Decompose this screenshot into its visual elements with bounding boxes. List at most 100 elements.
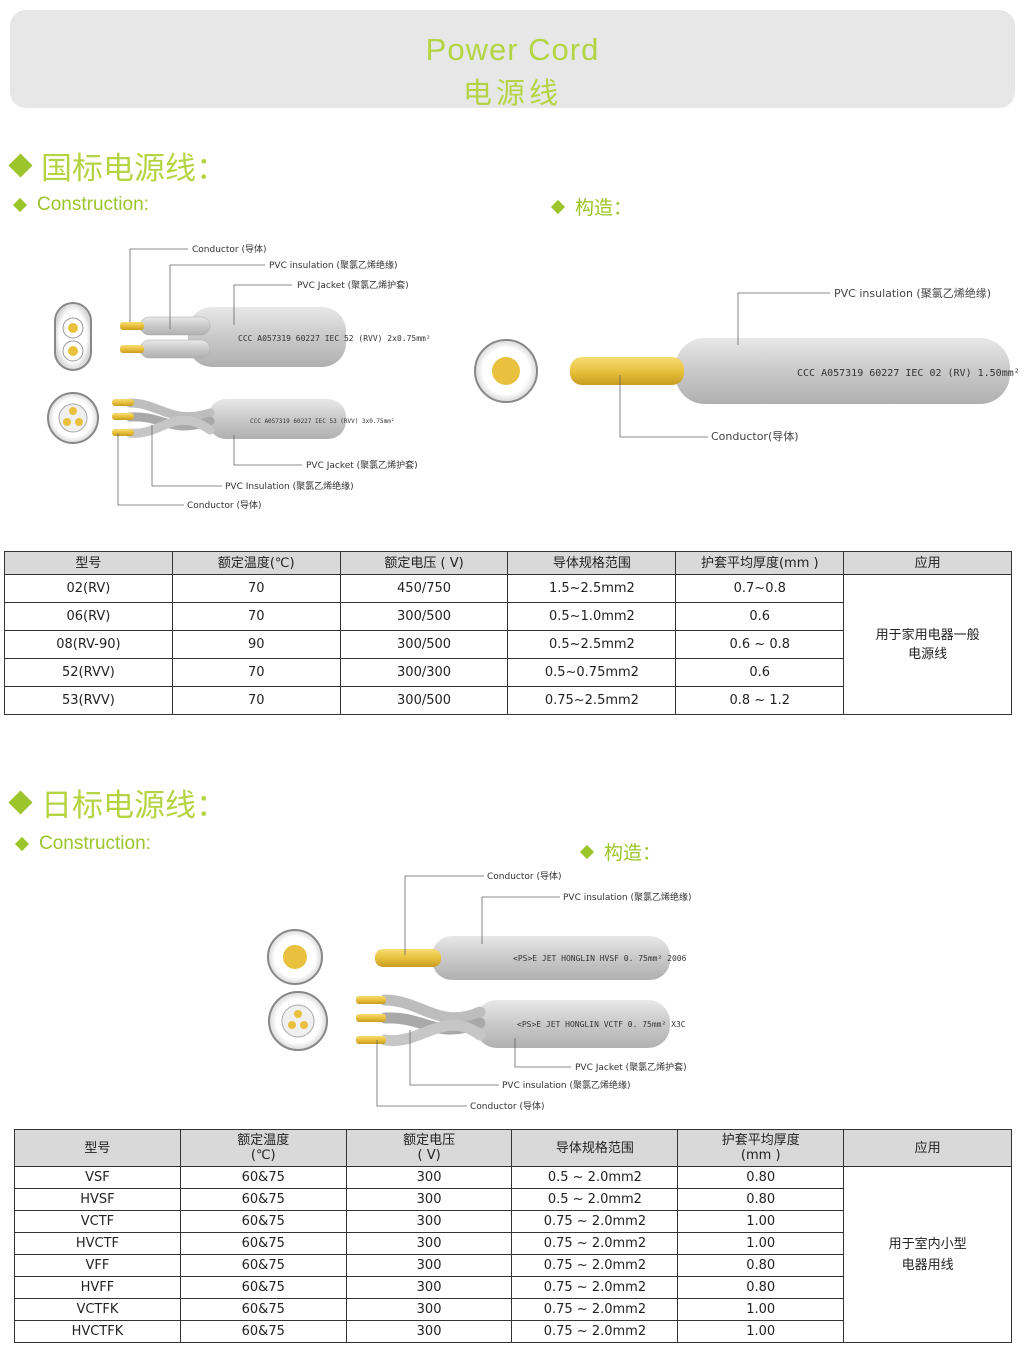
construction-cn-label: 构造： bbox=[550, 193, 633, 220]
single-core-side-view: CCC A057319 60227 IEC 02 (RV) 1.50mm² PV… bbox=[570, 286, 1020, 443]
voltage-cell: 450/750 bbox=[339, 574, 509, 603]
table-row: VSF 60&75 300 0.5 ~ 2.0mm2 0.80 用于室内小型 电… bbox=[14, 1166, 1012, 1343]
jis-single-cross-section bbox=[267, 929, 323, 985]
header-cell: 型号 bbox=[4, 551, 173, 575]
application-line: 电源线 bbox=[908, 646, 948, 662]
model-cell: 06(RV) bbox=[4, 602, 173, 631]
table-row: HVSF 60&75 300 0.5 ~ 2.0mm2 0.80 bbox=[14, 1188, 1012, 1211]
conductor-range-cell: 0.75 ~ 2.0mm2 bbox=[511, 1276, 679, 1299]
conductor-range-cell: 0.75 ~ 2.0mm2 bbox=[511, 1232, 679, 1255]
model-cell: HVCTF bbox=[14, 1232, 181, 1255]
gb-spec-table: 型号 额定温度(℃) 额定电压 ( V) 导体规格范围 护套平均厚度(mm ) … bbox=[4, 551, 1012, 715]
table-header-row: 型号 额定温度(℃) 额定电压( V) 导体规格范围 护套平均厚度(mm ) 应… bbox=[14, 1129, 1012, 1167]
temp-cell: 90 bbox=[171, 630, 341, 659]
jis-twisted-insulation-label: PVC insulation (聚氯乙烯绝缘) bbox=[502, 1079, 630, 1091]
table-row: 08(RV-90) 90 300/500 0.5~2.5mm2 0.6 ~ 0.… bbox=[4, 630, 1012, 659]
model-cell: VCTFK bbox=[14, 1298, 181, 1321]
jis-single-marking: <PS>E JET HONGLIN HVSF 0. 75mm² 2006 bbox=[513, 954, 687, 963]
thickness-cell: 0.6 ~ 0.8 bbox=[675, 630, 845, 659]
voltage-cell: 300/500 bbox=[339, 602, 509, 631]
diamond-bullet-icon bbox=[8, 153, 33, 178]
temp-cell: 60&75 bbox=[179, 1210, 347, 1233]
header-cell: 护套平均厚度(mm ) bbox=[675, 551, 845, 575]
table-row: HVCTFK 60&75 300 0.75 ~ 2.0mm2 1.00 bbox=[14, 1320, 1012, 1343]
application-line: 用于家用电器一般 bbox=[875, 627, 980, 643]
model-cell: VSF bbox=[14, 1166, 181, 1189]
diamond-bullet-icon bbox=[579, 844, 595, 859]
single-core-cross-section bbox=[474, 339, 538, 403]
construction-en-text: Construction: bbox=[39, 833, 151, 854]
model-cell: VFF bbox=[14, 1254, 181, 1277]
header-cell: 导体规格范围 bbox=[507, 551, 677, 575]
thickness-cell: 0.6 bbox=[675, 658, 845, 687]
jis-three-core-cross-section bbox=[268, 991, 328, 1051]
temp-cell: 60&75 bbox=[179, 1188, 347, 1211]
diamond-bullet-icon bbox=[14, 836, 30, 852]
temp-cell: 60&75 bbox=[179, 1276, 347, 1299]
conductor-range-cell: 0.75 ~ 2.0mm2 bbox=[511, 1320, 679, 1343]
header-cell: 应用 bbox=[843, 1129, 1012, 1167]
voltage-cell: 300/500 bbox=[339, 686, 509, 715]
application-cell: 用于家用电器一般 电源线 bbox=[843, 574, 1012, 715]
voltage-cell: 300/300 bbox=[339, 658, 509, 687]
voltage-cell: 300 bbox=[345, 1320, 513, 1343]
flat-insulation-label: PVC insulation (聚氯乙烯绝缘) bbox=[269, 259, 397, 271]
construction-cn-text: 构造： bbox=[575, 198, 633, 219]
twisted-jacket-label: PVC Jacket (聚氯乙烯护套) bbox=[306, 459, 418, 471]
conductor-range-cell: 1.5~2.5mm2 bbox=[507, 574, 677, 603]
temp-cell: 60&75 bbox=[179, 1166, 347, 1189]
twisted-cable-cross-section bbox=[47, 392, 99, 444]
thickness-cell: 0.6 bbox=[675, 602, 845, 631]
temp-cell: 60&75 bbox=[179, 1254, 347, 1277]
construction-en-label: Construction: bbox=[12, 194, 149, 216]
thickness-cell: 0.80 bbox=[677, 1276, 845, 1299]
conductor-range-cell: 0.75 ~ 2.0mm2 bbox=[511, 1210, 679, 1233]
voltage-cell: 300 bbox=[345, 1210, 513, 1233]
conductor-range-cell: 0.75 ~ 2.0mm2 bbox=[511, 1298, 679, 1321]
thickness-cell: 1.00 bbox=[677, 1232, 845, 1255]
header-cell: 应用 bbox=[843, 551, 1012, 575]
construction-cn-label-2: 构造： bbox=[579, 838, 661, 865]
single-core-marking: CCC A057319 60227 IEC 02 (RV) 1.50mm² bbox=[797, 368, 1020, 379]
model-cell: HVCTFK bbox=[14, 1320, 181, 1343]
model-cell: 52(RVV) bbox=[4, 658, 173, 687]
conductor-range-cell: 0.5~2.5mm2 bbox=[507, 630, 677, 659]
section-jis-title: 日标电源线： bbox=[8, 780, 227, 825]
jis-spec-table: 型号 额定温度(℃) 额定电压( V) 导体规格范围 护套平均厚度(mm ) 应… bbox=[14, 1129, 1012, 1343]
temp-cell: 70 bbox=[171, 686, 341, 715]
table-row: 52(RVV) 70 300/300 0.5~0.75mm2 0.6 bbox=[4, 658, 1012, 687]
conductor-range-cell: 0.75~2.5mm2 bbox=[507, 686, 677, 715]
header-cell: 型号 bbox=[14, 1129, 181, 1167]
voltage-cell: 300/500 bbox=[339, 630, 509, 659]
application-cell: 用于室内小型 电器用线 bbox=[843, 1166, 1012, 1343]
temp-cell: 60&75 bbox=[179, 1320, 347, 1343]
jis-single-insulation-label: PVC insulation (聚氯乙烯绝缘) bbox=[563, 891, 691, 903]
section-gb-title-text: 国标电源线： bbox=[41, 151, 227, 187]
header-cell: 护套平均厚度(mm ) bbox=[677, 1129, 845, 1167]
diamond-bullet-icon bbox=[12, 197, 28, 213]
temp-cell: 70 bbox=[171, 574, 341, 603]
header-cell: 额定温度(℃) bbox=[179, 1129, 347, 1167]
construction-en-text: Construction: bbox=[37, 194, 149, 215]
twisted-cable-marking: CCC A057319 60227 IEC 53 (RVV) 3x0.75mm² bbox=[250, 418, 395, 425]
thickness-cell: 1.00 bbox=[677, 1210, 845, 1233]
section-gb-title: 国标电源线： bbox=[8, 143, 227, 188]
table-header-row: 型号 额定温度(℃) 额定电压 ( V) 导体规格范围 护套平均厚度(mm ) … bbox=[4, 551, 1012, 575]
header-cell: 额定电压 ( V) bbox=[339, 551, 509, 575]
diamond-bullet-icon bbox=[550, 199, 566, 214]
header-cell: 额定温度(℃) bbox=[171, 551, 341, 575]
thickness-cell: 0.80 bbox=[677, 1254, 845, 1277]
voltage-cell: 300 bbox=[345, 1298, 513, 1321]
thickness-cell: 1.00 bbox=[677, 1298, 845, 1321]
model-cell: 08(RV-90) bbox=[4, 630, 173, 659]
conductor-range-cell: 0.5~0.75mm2 bbox=[507, 658, 677, 687]
jis-construction-diagrams: <PS>E JET HONGLIN HVSF 0. 75mm² 2006 Con… bbox=[267, 870, 691, 1112]
thickness-cell: 0.7~0.8 bbox=[675, 574, 845, 603]
jis-single-conductor-label: Conductor (导体) bbox=[487, 870, 561, 882]
flat-cable-marking: CCC A057319 60227 IEC 52 (RVV) 2x0.75mm² bbox=[238, 334, 431, 343]
temp-cell: 60&75 bbox=[179, 1232, 347, 1255]
twisted-insulation-label: PVC Insulation (聚氯乙烯绝缘) bbox=[225, 480, 354, 492]
conductor-range-cell: 0.5 ~ 2.0mm2 bbox=[511, 1166, 679, 1189]
banner-title-cn: 电源线 bbox=[462, 76, 562, 110]
temp-cell: 60&75 bbox=[179, 1298, 347, 1321]
